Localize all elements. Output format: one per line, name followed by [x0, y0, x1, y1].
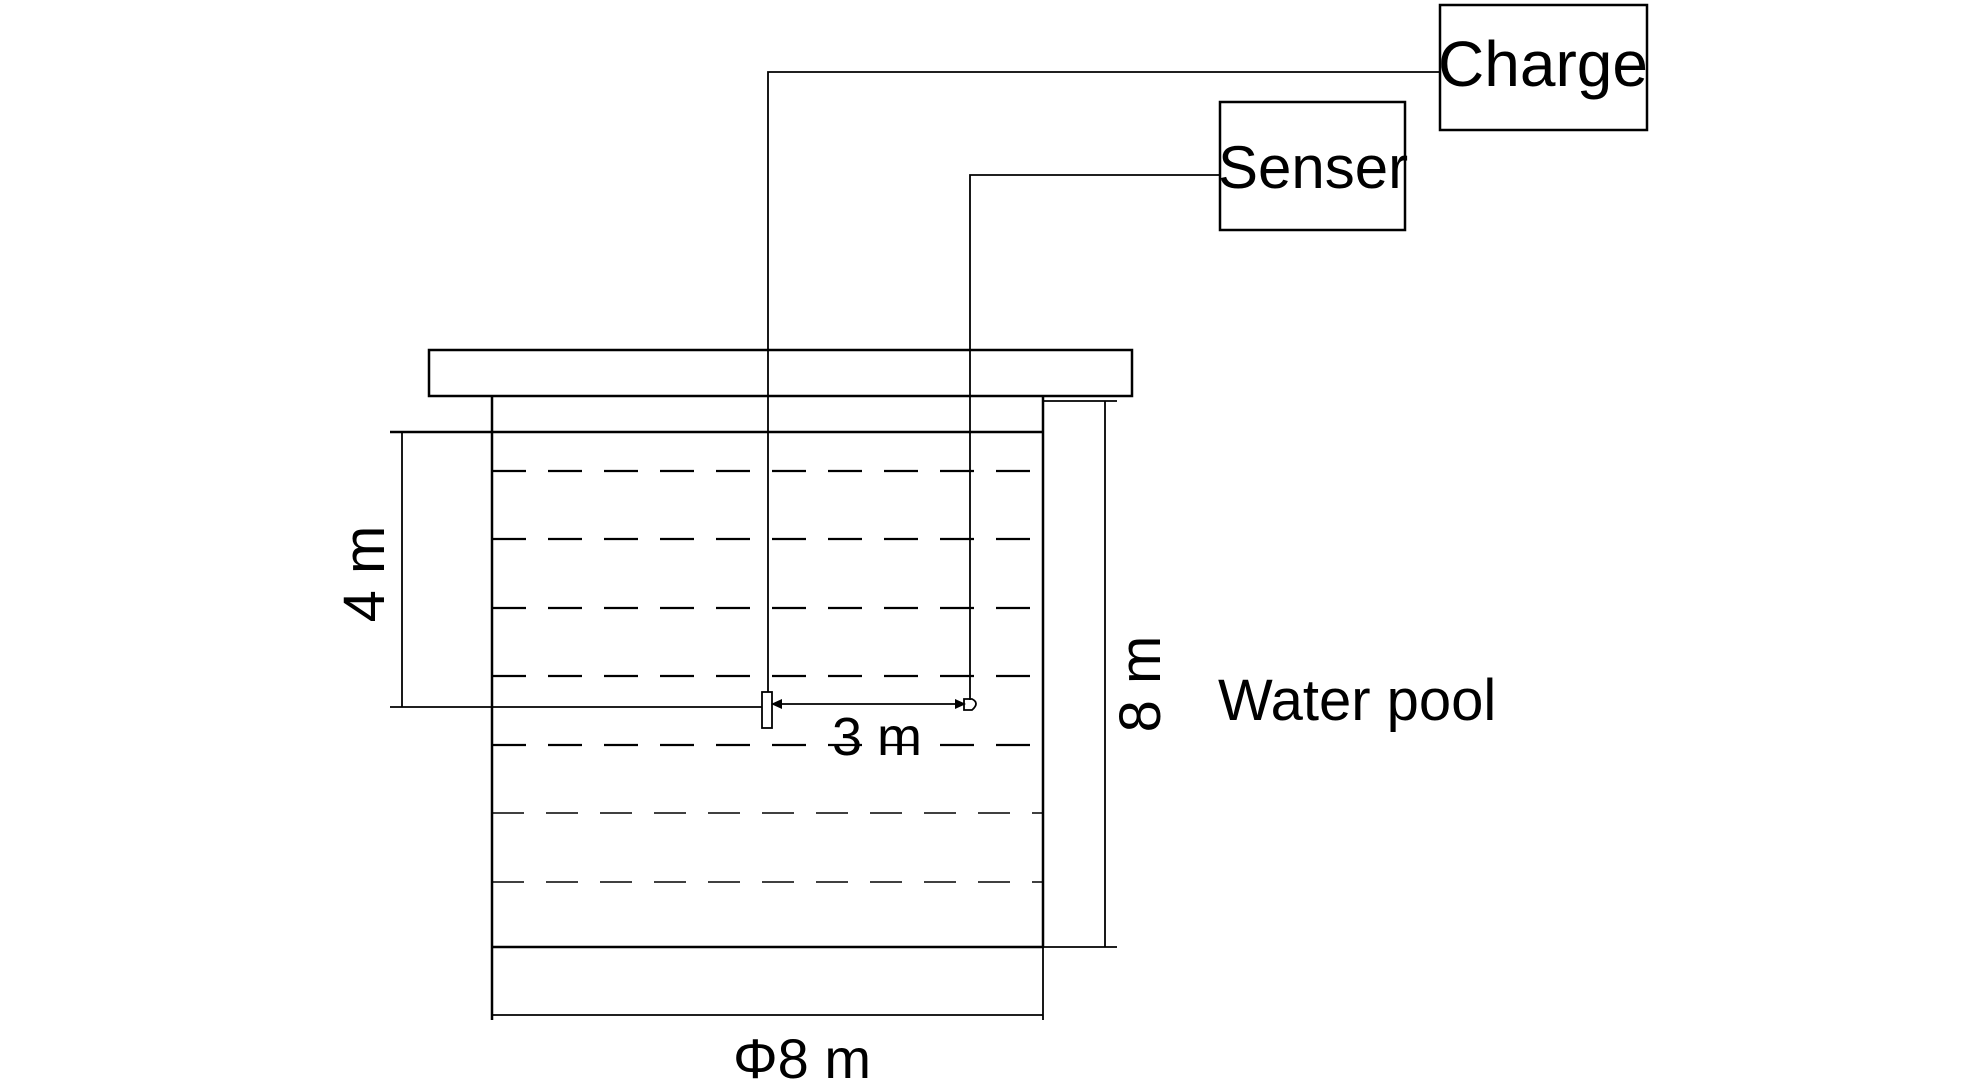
diameter-label: Φ8 m	[733, 1027, 871, 1087]
sensor-label: Senser	[1218, 134, 1408, 201]
depth-dimension: 4 m	[332, 431, 762, 708]
charge-device	[761, 691, 773, 729]
sensor-box: Senser	[1218, 100, 1408, 232]
diameter-dimension: Φ8 m	[492, 947, 1044, 1087]
distance-dimension: 3 m	[771, 699, 966, 767]
charge-box: Charge	[1438, 3, 1649, 132]
pool-lid	[427, 348, 1134, 398]
water-pool-label: Water pool	[1218, 668, 1496, 733]
height-dimension: 8 m	[1043, 400, 1173, 948]
water-lines	[492, 469, 1043, 883]
charge-label: Charge	[1438, 28, 1648, 100]
charge-cable	[767, 71, 1440, 692]
depth-label: 4 m	[332, 526, 397, 623]
distance-label: 3 m	[832, 707, 922, 767]
sensor-cable	[969, 174, 1220, 700]
height-label: 8 m	[1108, 636, 1173, 733]
pool-body	[390, 396, 1045, 1020]
sensor-probe	[963, 698, 977, 711]
